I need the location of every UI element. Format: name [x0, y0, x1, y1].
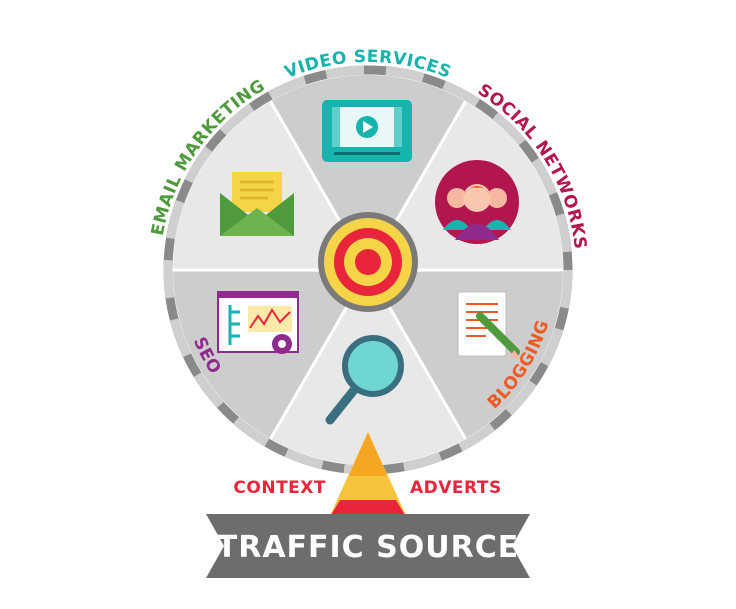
- people-group-icon: [435, 160, 519, 244]
- web-analytics-gear-icon: [217, 291, 299, 354]
- target-icon: [318, 212, 418, 312]
- label-context: CONTEXT: [233, 478, 326, 498]
- video-player-icon: [322, 100, 412, 162]
- label-adverts: ADVERTS: [410, 478, 502, 498]
- title-banner: [206, 514, 530, 578]
- page-title: TRAFFIC SOURCE: [217, 530, 519, 565]
- magnifier-icon: [325, 335, 404, 425]
- document-pencil-icon: [457, 291, 522, 360]
- envelope-letter-icon: [220, 172, 294, 236]
